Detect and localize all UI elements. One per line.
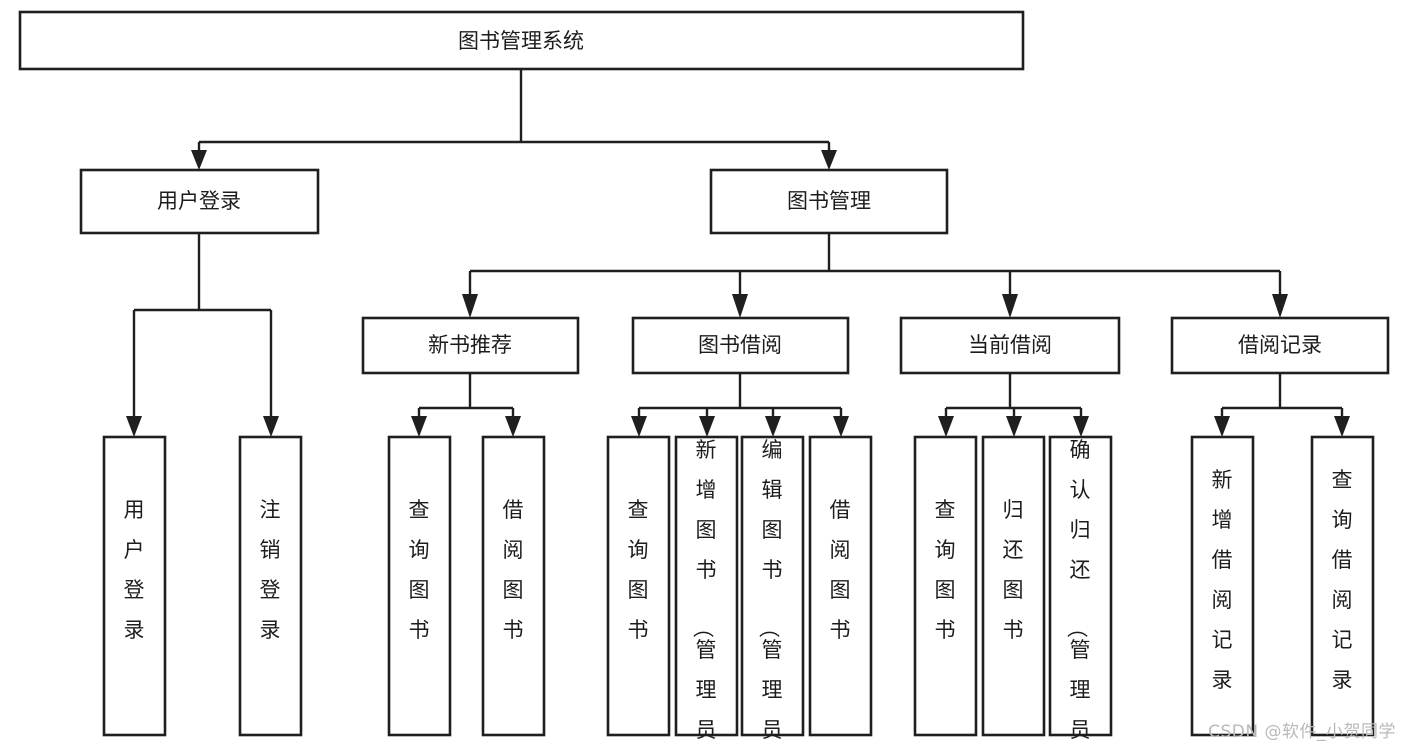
arrow-head-book-management (821, 150, 837, 170)
node-current-borrow-label: 当前借阅 (968, 333, 1052, 357)
leaf-return-book-box[interactable] (981, 435, 1046, 737)
node-user-login-box[interactable] (79, 168, 320, 235)
leaf-logout-login[interactable]: 注销登录 (238, 435, 303, 737)
leaf-add-book[interactable]: 新增图书（管理员） (674, 435, 739, 747)
leaf-add-record-box[interactable] (1190, 435, 1255, 737)
arrow-head-leaf-edit-book (765, 416, 781, 437)
arrow-head-new-book-recommend (462, 294, 478, 318)
arrow-head-leaf-query-record (1334, 416, 1350, 437)
leaf-query-record[interactable]: 查询借阅记录 (1310, 435, 1375, 737)
node-book-borrow-label: 图书借阅 (698, 333, 782, 357)
leaf-query-book-3[interactable]: 查询图书 (913, 435, 978, 737)
connector-group-user-login-to-leaves (126, 233, 279, 437)
node-book-borrow[interactable]: 图书借阅 (631, 316, 850, 375)
arrow-head-borrow-record (1272, 294, 1288, 318)
arrow-head-book-borrow (732, 294, 748, 318)
arrow-head-current-borrow (1002, 294, 1018, 318)
node-root-box[interactable] (18, 10, 1025, 71)
leaf-user-login-box[interactable] (102, 435, 167, 737)
leaf-user-login-label: 用户登录 (124, 498, 145, 642)
leaf-query-record-box[interactable] (1310, 435, 1375, 737)
leaf-query-record-label: 查询借阅记录 (1332, 468, 1353, 692)
leaf-add-record[interactable]: 新增借阅记录 (1190, 435, 1255, 737)
arrow-head-user-login (191, 150, 207, 170)
connector-group-borrow-record-to-leaves (1214, 373, 1350, 437)
arrow-head-leaf-borrow-book-2 (833, 416, 849, 437)
leaf-query-book-3-box[interactable] (913, 435, 978, 737)
arrow-head-leaf-query-book-3 (938, 416, 954, 437)
connector-group-new-book-to-leaves (411, 373, 521, 437)
leaf-logout-login-label: 注销登录 (260, 498, 281, 642)
leaf-borrow-book-1-label: 借阅图书 (503, 498, 524, 642)
node-borrow-record-box[interactable] (1170, 316, 1390, 375)
arrow-head-leaf-borrow-book-1 (505, 416, 521, 437)
leaf-borrow-book-1-box[interactable] (481, 435, 546, 737)
connector-group-root-to-level2 (191, 69, 837, 170)
arrow-head-leaf-return-book (1006, 416, 1022, 437)
arrow-head-leaf-logout-login (263, 416, 279, 437)
node-current-borrow-box[interactable] (899, 316, 1121, 375)
leaf-query-book-3-label: 查询图书 (935, 498, 956, 642)
node-book-management-label: 图书管理 (787, 189, 871, 213)
node-new-book-recommend[interactable]: 新书推荐 (361, 316, 580, 375)
leaf-edit-book-label: 编辑图书（管理员） (757, 438, 783, 747)
leaf-query-book-1-label: 查询图书 (409, 498, 430, 642)
node-root[interactable]: 图书管理系统 (18, 10, 1025, 71)
leaf-borrow-book-1[interactable]: 借阅图书 (481, 435, 546, 737)
leaf-query-book-2[interactable]: 查询图书 (606, 435, 671, 737)
leaf-edit-book-box[interactable] (740, 435, 805, 737)
leaf-confirm-return[interactable]: 确认归还（管理员） (1048, 435, 1113, 747)
arrow-head-leaf-query-book-1 (411, 416, 427, 437)
leaf-return-book-label: 归还图书 (1003, 498, 1024, 642)
node-borrow-record-label: 借阅记录 (1238, 333, 1322, 357)
csdn-watermark: CSDN @软件_小贺同学 (1208, 722, 1396, 742)
leaf-borrow-book-2-label: 借阅图书 (830, 498, 851, 642)
leaf-edit-book[interactable]: 编辑图书（管理员） (740, 435, 805, 747)
leaf-query-book-2-label: 查询图书 (628, 498, 649, 642)
arrow-head-leaf-add-record (1214, 416, 1230, 437)
leaf-add-record-label: 新增借阅记录 (1212, 468, 1233, 692)
node-borrow-record[interactable]: 借阅记录 (1170, 316, 1390, 375)
leaf-query-book-1-box[interactable] (387, 435, 452, 737)
leaf-add-book-box[interactable] (674, 435, 739, 737)
connector-group-book-management-to-level3 (462, 233, 1288, 318)
leaf-query-book-1[interactable]: 查询图书 (387, 435, 452, 737)
node-current-borrow[interactable]: 当前借阅 (899, 316, 1121, 375)
leaf-borrow-book-2-box[interactable] (808, 435, 873, 737)
node-book-borrow-box[interactable] (631, 316, 850, 375)
arrow-head-leaf-add-book (699, 416, 715, 437)
leaf-add-book-label: 新增图书（管理员） (691, 438, 717, 747)
node-book-management-box[interactable] (709, 168, 949, 235)
leaf-query-book-2-box[interactable] (606, 435, 671, 737)
leaf-logout-login-box[interactable] (238, 435, 303, 737)
connector-group-current-borrow-to-leaves (938, 373, 1089, 437)
node-new-book-recommend-label: 新书推荐 (428, 333, 512, 357)
arrow-head-leaf-query-book-2 (631, 416, 647, 437)
arrow-head-leaf-confirm-return (1073, 416, 1089, 437)
connector-group-book-borrow-to-leaves (631, 373, 849, 437)
node-book-management[interactable]: 图书管理 (709, 168, 949, 235)
node-user-login[interactable]: 用户登录 (79, 168, 320, 235)
leaf-confirm-return-label: 确认归还（管理员） (1065, 438, 1091, 747)
leaf-confirm-return-box[interactable] (1048, 435, 1113, 737)
node-user-login-label: 用户登录 (157, 189, 241, 213)
leaf-user-login[interactable]: 用户登录 (102, 435, 167, 737)
leaf-return-book[interactable]: 归还图书 (981, 435, 1046, 737)
leaf-borrow-book-2[interactable]: 借阅图书 (808, 435, 873, 737)
arrow-head-leaf-user-login (126, 416, 142, 437)
node-root-label: 图书管理系统 (458, 29, 584, 53)
node-new-book-recommend-box[interactable] (361, 316, 580, 375)
